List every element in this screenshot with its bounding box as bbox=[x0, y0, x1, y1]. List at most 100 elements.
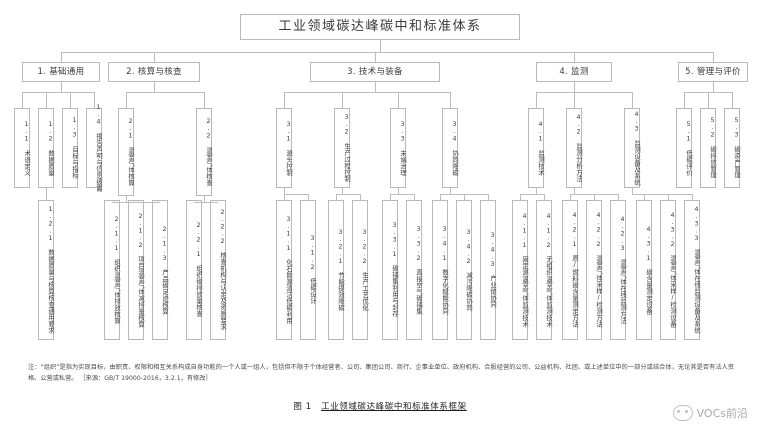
node-n341-label: 3.4.1 数字化赋能协同 bbox=[441, 225, 448, 315]
node-bus bbox=[390, 194, 414, 195]
node-bus bbox=[194, 202, 218, 203]
group-g1[interactable]: 1. 基础通用 bbox=[22, 62, 100, 82]
group-stem bbox=[574, 82, 575, 92]
node-n22[interactable]: 2.2 温室气体核查 bbox=[196, 108, 212, 196]
node-n331[interactable]: 3.3.1 碳捕集利用与封存 bbox=[382, 200, 398, 340]
node-n212-label: 2.1.2 项目温室气体减排量核算 bbox=[137, 212, 144, 328]
node-n312[interactable]: 3.1.2 低碳设计 bbox=[300, 200, 316, 340]
group-g2[interactable]: 2. 核算与核查 bbox=[108, 62, 200, 82]
node-n42[interactable]: 4.2 监测分析方法 bbox=[566, 108, 582, 188]
node-n13[interactable]: 1.3 目标与指标 bbox=[62, 108, 78, 188]
node-n34[interactable]: 3.4 协同降碳 bbox=[442, 108, 458, 188]
node-n422-label: 4.2.2 温室气体采样/检测方法 bbox=[595, 212, 602, 328]
group-g5[interactable]: 5. 管理与评价 bbox=[678, 62, 748, 82]
node-n43[interactable]: 4.3 监测设备及系统 bbox=[624, 108, 640, 188]
group-branch bbox=[632, 92, 633, 108]
watermark-label: VOCs前沿 bbox=[696, 407, 748, 420]
group-branch bbox=[22, 92, 23, 108]
node-stem bbox=[204, 196, 205, 202]
node-n433-label: 4.3.3 温室气体在线监测设备及系统 bbox=[693, 206, 700, 334]
node-n14[interactable]: 1.4 报告声明与信息披露 bbox=[86, 104, 102, 192]
node-n33[interactable]: 3.3 末端治理 bbox=[390, 108, 406, 188]
node-n311[interactable]: 3.1.1 化石能源清洁低碳利用 bbox=[276, 200, 292, 340]
node-n342-label: 3.4.2 减污降碳协同 bbox=[465, 228, 472, 312]
group-g4[interactable]: 4. 监测 bbox=[536, 62, 612, 82]
node-n411[interactable]: 4.1.1 固定源温室气体监测技术 bbox=[512, 200, 528, 340]
node-bus bbox=[520, 194, 544, 195]
node-branch bbox=[488, 194, 489, 200]
level1-stem bbox=[375, 52, 376, 62]
group-branch bbox=[284, 92, 285, 108]
node-bus bbox=[112, 202, 160, 203]
node-branch bbox=[414, 194, 415, 200]
node-n222[interactable]: 2.2.2 核查机构与认定及资质要求 bbox=[210, 200, 226, 340]
node-n321[interactable]: 3.2.1 节能提效降碳 bbox=[328, 200, 344, 340]
node-stem bbox=[342, 188, 343, 194]
node-n221[interactable]: 2.2.1 组织碳排放量核查 bbox=[186, 200, 202, 340]
node-branch bbox=[390, 194, 391, 200]
node-n12[interactable]: 1.2 数据质量 bbox=[38, 108, 54, 188]
node-n11[interactable]: 1.1 术语定义 bbox=[14, 108, 30, 188]
node-n422[interactable]: 4.2.2 温室气体采样/检测方法 bbox=[586, 200, 602, 340]
node-n32[interactable]: 3.2 生产过程控制 bbox=[334, 108, 350, 188]
node-n31-label: 3.1 源头控制 bbox=[285, 120, 292, 176]
node-branch bbox=[308, 194, 309, 200]
node-branch bbox=[464, 194, 465, 200]
node-n121-label: 1.2.1 数据质量与核算核查通用要求 bbox=[47, 206, 54, 334]
node-bus bbox=[284, 194, 308, 195]
node-n14-label: 1.4 报告声明与信息披露 bbox=[95, 104, 102, 192]
node-n41-label: 4.1 监测技术 bbox=[537, 120, 544, 176]
node-branch bbox=[668, 194, 669, 200]
node-n211[interactable]: 2.1.1 组织温室气体排放核算 bbox=[104, 200, 120, 340]
node-n412[interactable]: 4.1.2 无组织温室气体监测技术 bbox=[536, 200, 552, 340]
node-stem bbox=[126, 196, 127, 202]
group-g4-label: 4. 监测 bbox=[559, 66, 589, 77]
group-stem bbox=[713, 82, 714, 92]
node-n342[interactable]: 3.4.2 减污降碳协同 bbox=[456, 200, 472, 340]
node-n121[interactable]: 1.2.1 数据质量与核算核查通用要求 bbox=[38, 200, 54, 340]
node-n332-label: 3.3.2 直接空气碳捕集 bbox=[415, 225, 422, 315]
node-n432[interactable]: 4.3.2 温室气体采样/检测设备 bbox=[660, 200, 676, 340]
group-g2-label: 2. 核算与核查 bbox=[126, 66, 182, 77]
group-bus bbox=[284, 92, 450, 93]
node-n332[interactable]: 3.3.2 直接空气碳捕集 bbox=[406, 200, 422, 340]
node-n52[interactable]: 5.2 碳排放管理 bbox=[700, 108, 716, 188]
node-n51[interactable]: 5.1 低碳评价 bbox=[676, 108, 692, 188]
node-n211-label: 2.1.1 组织温室气体排放核算 bbox=[113, 215, 120, 325]
node-n213[interactable]: 2.1.3 产品碳足迹核算 bbox=[152, 200, 168, 340]
node-n212[interactable]: 2.1.2 项目温室气体减排量核算 bbox=[128, 200, 144, 340]
group-branch bbox=[450, 92, 451, 108]
node-branch bbox=[570, 194, 571, 200]
node-n423-label: 4.2.3 温室气体在线监测方法 bbox=[619, 215, 626, 325]
node-n433[interactable]: 4.3.3 温室气体在线监测设备及系统 bbox=[684, 200, 700, 340]
node-stem bbox=[574, 188, 575, 194]
node-n431[interactable]: 4.3.1 碳含量测定设备 bbox=[636, 200, 652, 340]
group-g1-label: 1. 基础通用 bbox=[37, 66, 85, 77]
caption-label: 图 1 bbox=[293, 402, 312, 412]
node-n343[interactable]: 3.4.3 产业链协同 bbox=[480, 200, 496, 340]
node-branch bbox=[336, 194, 337, 200]
node-n13-label: 1.3 目标与指标 bbox=[71, 117, 78, 179]
node-n421[interactable]: 4.2.1 原/燃料碳含量测定方法 bbox=[562, 200, 578, 340]
level1-stem bbox=[713, 52, 714, 62]
group-stem bbox=[375, 82, 376, 92]
node-n41[interactable]: 4.1 监测技术 bbox=[528, 108, 544, 188]
node-branch bbox=[360, 194, 361, 200]
node-stem bbox=[398, 188, 399, 194]
node-n322[interactable]: 3.2.2 生产工艺优化 bbox=[352, 200, 368, 340]
node-n423[interactable]: 4.2.3 温室气体在线监测方法 bbox=[610, 200, 626, 340]
root-node-label: 工业领域碳达峰碳中和标准体系 bbox=[278, 19, 482, 35]
group-bus bbox=[126, 92, 204, 93]
node-n53[interactable]: 5.3 碳资产管理 bbox=[724, 108, 740, 188]
group-branch bbox=[70, 92, 71, 108]
group-g3[interactable]: 3. 技术与装备 bbox=[310, 62, 440, 82]
node-n432-label: 4.3.2 温室气体采样/检测设备 bbox=[669, 212, 676, 328]
node-n31[interactable]: 3.1 源头控制 bbox=[276, 108, 292, 188]
node-n341[interactable]: 3.4.1 数字化赋能协同 bbox=[432, 200, 448, 340]
root-node[interactable]: 工业领域碳达峰碳中和标准体系 bbox=[240, 14, 520, 40]
node-n21[interactable]: 2.1 温室气体核算 bbox=[118, 108, 134, 196]
group-g5-label: 5. 管理与评价 bbox=[685, 66, 741, 77]
node-branch bbox=[440, 194, 441, 200]
node-branch bbox=[594, 194, 595, 200]
